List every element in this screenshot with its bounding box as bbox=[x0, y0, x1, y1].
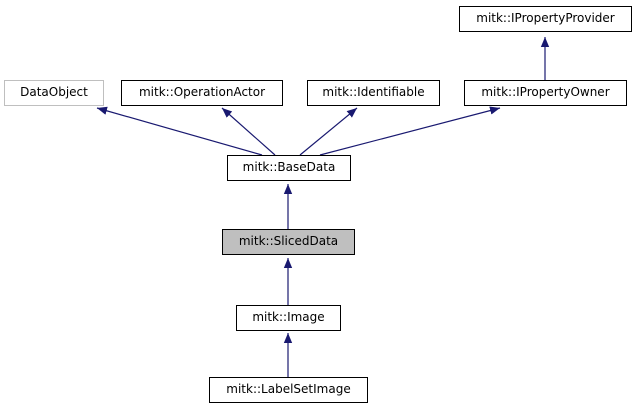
node-image[interactable]: mitk::Image bbox=[236, 305, 341, 331]
node-base-data-label: mitk::BaseData bbox=[242, 160, 336, 174]
node-data-object-label: DataObject bbox=[20, 85, 88, 99]
node-label-set-image[interactable]: mitk::LabelSetImage bbox=[209, 377, 368, 403]
node-iproperty-owner[interactable]: mitk::IPropertyOwner bbox=[464, 80, 627, 106]
node-identifiable-label: mitk::Identifiable bbox=[322, 85, 425, 99]
node-sliced-data-label: mitk::SlicedData bbox=[238, 234, 339, 248]
node-operation-actor-label: mitk::OperationActor bbox=[138, 85, 266, 99]
node-base-data[interactable]: mitk::BaseData bbox=[227, 155, 351, 181]
node-identifiable[interactable]: mitk::Identifiable bbox=[307, 80, 440, 106]
edge-basedata-to-identifiable bbox=[299, 107, 358, 156]
node-iproperty-provider[interactable]: mitk::IPropertyProvider bbox=[459, 6, 632, 32]
edge-basedata-to-dataobject bbox=[96, 106, 263, 156]
edge-basedata-to-operationactor bbox=[221, 107, 276, 156]
node-data-object[interactable]: DataObject bbox=[4, 80, 104, 106]
edge-basedata-to-ipropertyowner bbox=[319, 106, 501, 156]
node-sliced-data[interactable]: mitk::SlicedData bbox=[222, 229, 355, 255]
node-label-set-image-label: mitk::LabelSetImage bbox=[226, 382, 351, 396]
node-iproperty-owner-label: mitk::IPropertyOwner bbox=[481, 85, 610, 99]
node-operation-actor[interactable]: mitk::OperationActor bbox=[121, 80, 283, 106]
node-image-label: mitk::Image bbox=[252, 310, 325, 324]
node-iproperty-provider-label: mitk::IPropertyProvider bbox=[476, 11, 615, 25]
